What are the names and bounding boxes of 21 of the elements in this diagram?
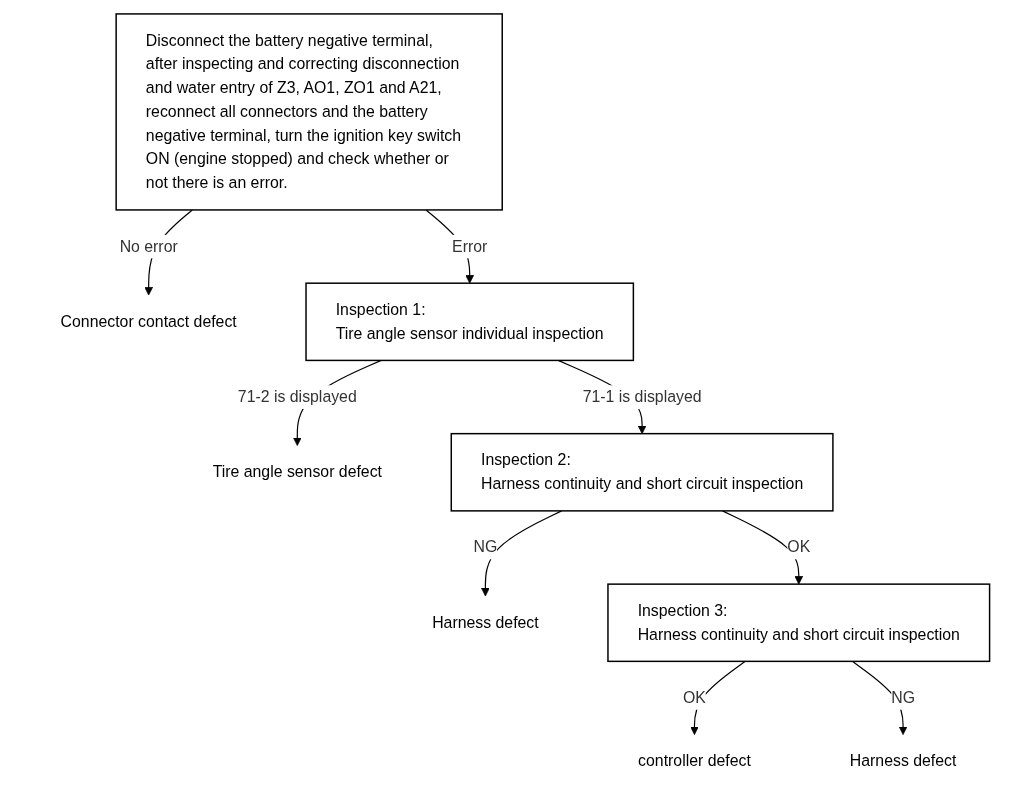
node-text: Harness defect [432,613,539,631]
edge-label: No error [119,237,178,255]
arrow [481,510,563,597]
edge-label: Error [452,237,488,255]
edge-label: 71-2 is displayed [238,388,357,405]
edge-label: OK [683,689,707,706]
node-box: Disconnect the battery negative terminal, after inspecting and correcting disconnection and water entry of Z3, AO1, ZO1 and A21, reconnect all connectors and the battery negative terminal, turn the ignition key switch ON (engine stopped) and check whether or not there is an error. [115,13,504,211]
arrow [722,510,804,585]
edge-label: NG [473,538,498,556]
node-text: Tire angle sensor defect [212,463,383,481]
edge-label: OK [787,538,811,556]
arrow [690,660,747,735]
edge-label: 71-1 is displayed [582,388,702,405]
node-box: Inspection 3: Harness continuity and short circuit inspection [607,583,991,663]
node-text: Connector contact defect [60,312,237,330]
edge-label: NG [891,689,916,706]
node-text: controller defect [638,752,752,770]
node-text: Harness defect [850,752,957,770]
node-box: Inspection 2: Harness continuity and short circuit inspection [450,432,834,512]
arrow [851,660,908,735]
node-box: Inspection 1: Tire angle sensor individual inspection [305,282,635,362]
